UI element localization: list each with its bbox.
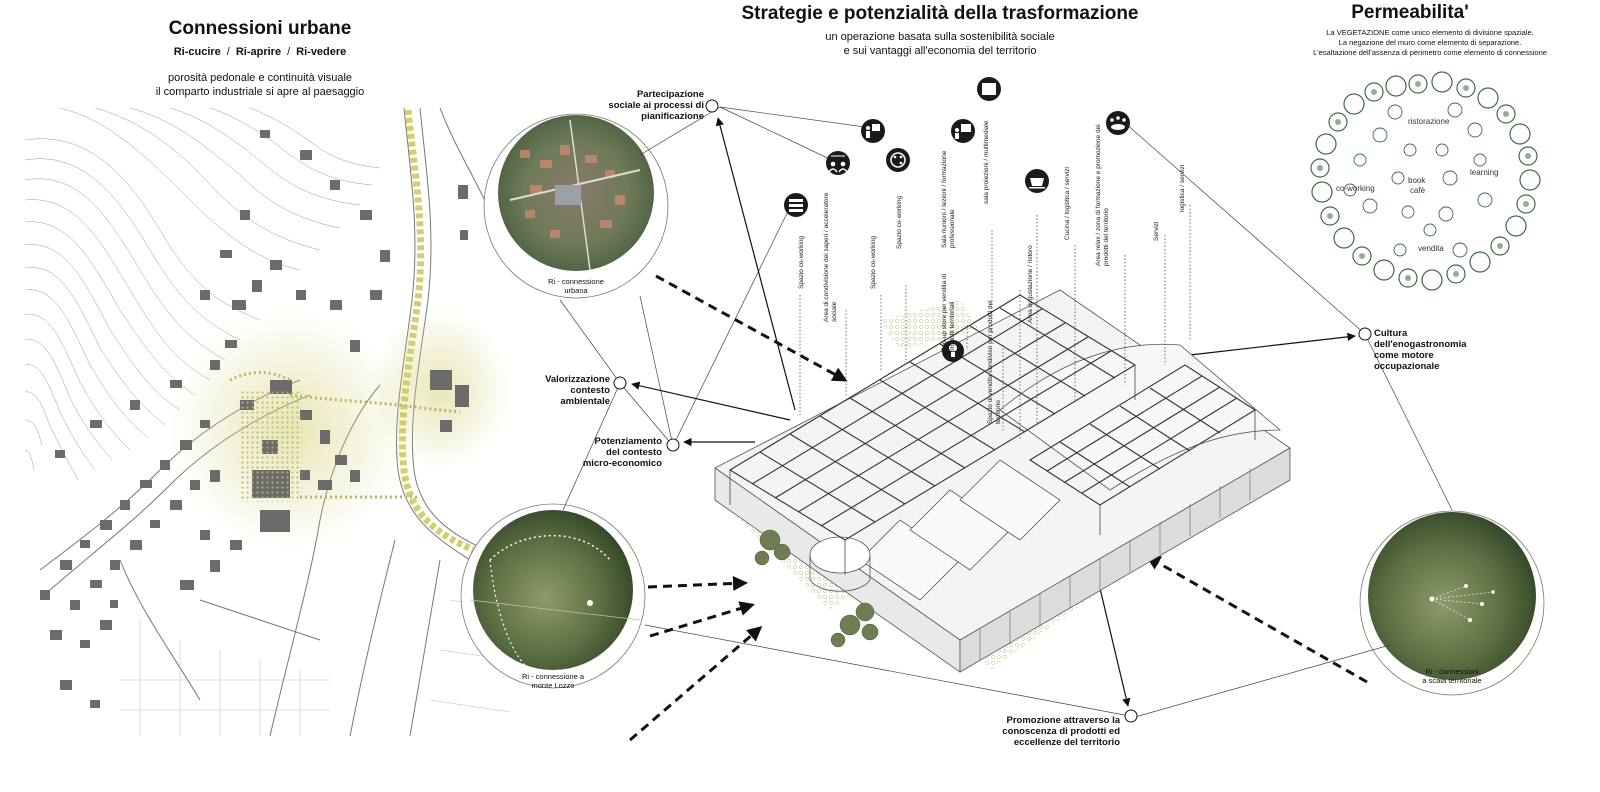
center-sub-line2: e sui vantaggi all'economia del territor… xyxy=(843,45,1037,57)
plan-label-book: book xyxy=(1408,176,1426,185)
label-line: occupazionale xyxy=(1374,361,1440,372)
ri-aprire: Ri-aprire xyxy=(235,46,282,58)
label-line: micro-economico xyxy=(582,458,662,469)
left-desc-line1: porosità pedonale e continuità visuale xyxy=(167,72,353,84)
dashed-arrows xyxy=(629,274,1368,742)
clapperboard-icon xyxy=(977,77,1001,101)
palette-icon xyxy=(886,148,910,172)
caption-line: monte Lozzo xyxy=(531,681,575,690)
function-label: Cucina / logistica / servizi xyxy=(1064,167,1071,240)
function-label: logistica / servizi xyxy=(1179,164,1186,212)
ri-cucire: Ri-cucire xyxy=(173,46,221,58)
function-lines xyxy=(799,205,1191,440)
perm-line3: L'esaltazione dell'assenza di perimetro … xyxy=(1313,48,1547,57)
aerial-territorial xyxy=(1359,510,1545,696)
left-title: Connessioni urbane xyxy=(168,18,352,39)
function-label: Spazio co-working xyxy=(896,195,903,249)
node-circles xyxy=(613,99,1372,723)
right-title: Permeabilita' xyxy=(1351,2,1469,23)
label-line: contesto xyxy=(570,385,610,396)
presentation-icon xyxy=(861,119,885,143)
caption-line: Ri - connessione a xyxy=(521,672,585,681)
function-label: Spazio di vendita condiviso per prodotti… xyxy=(987,300,1002,424)
ri-words: Ri-cucire / Ri-aprire / Ri-vedere xyxy=(120,46,400,58)
aerial-lozzo xyxy=(460,503,646,689)
plan-label-ristorazione: ristorazione xyxy=(1408,117,1450,126)
center-sub-line1: un operazione basata sulla sostenibilità… xyxy=(825,31,1055,43)
label-line: Valorizzazione xyxy=(545,374,610,385)
label-line: ambientale xyxy=(560,396,610,407)
label-promozione: Promozione attraverso la conoscenza di p… xyxy=(990,715,1120,748)
label-line: pianificazione xyxy=(641,111,704,122)
label-line: del contesto xyxy=(606,447,662,458)
center-title: Strategie e potenzialità della trasforma… xyxy=(741,3,1139,24)
function-label: Area di condivisione dei saperi / accele… xyxy=(823,192,838,322)
plan-label-cafe: cafè xyxy=(1410,186,1426,195)
function-label: sala proiezioni / multimediale xyxy=(983,120,990,204)
label-cultura: Cultura dell'enogastronomia come motore … xyxy=(1374,328,1484,372)
label-line: come motore xyxy=(1374,350,1434,361)
label-line: conoscenza di prodotti ed xyxy=(1002,726,1120,737)
plan-label-coworking: co-working xyxy=(1336,184,1375,193)
label-valorizzazione: Valorizzazione contesto ambientale xyxy=(530,374,610,407)
function-label: Area degustazione / ristoro xyxy=(1027,245,1034,323)
caption-territoriale: Ri - connessioni a scala territoriale xyxy=(1402,667,1502,685)
ri-separator: / xyxy=(287,46,291,58)
axonometric-building xyxy=(714,289,1291,673)
connector-lines xyxy=(559,106,1453,718)
function-label: Spazio co-working xyxy=(798,235,805,289)
function-label: Spazio co-working xyxy=(870,235,877,289)
ri-vedere: Ri-vedere xyxy=(296,46,347,58)
caption-lozzo: Ri - connessione a monte Lozzo xyxy=(503,672,603,690)
perm-line2: La negazione del muro come elemento di s… xyxy=(1338,38,1522,47)
perm-line1: La VEGETAZIONE come unico elemento di di… xyxy=(1326,28,1534,37)
left-desc-line2: il comparto industriale si apre al paesa… xyxy=(155,86,365,98)
node-valorizzazione xyxy=(613,376,627,390)
caption-line: Ri - connessioni xyxy=(1425,667,1479,676)
node-potenziamento xyxy=(666,438,680,452)
function-label: Pop-up store per vendita di prodotti ter… xyxy=(941,273,956,352)
permeability-plan xyxy=(1310,71,1541,291)
label-line: sociale ai processi di xyxy=(608,100,704,111)
teacher-icon xyxy=(951,119,975,143)
left-description: porosità pedonale e continuità visuale i… xyxy=(110,71,410,99)
lightbulb-icon xyxy=(942,340,964,362)
function-label: Servizi xyxy=(1153,221,1160,241)
node-promozione xyxy=(1124,709,1138,723)
label-line: Potenziamento xyxy=(594,436,662,447)
label-partecipazione: Partecipazione sociale ai processi di pi… xyxy=(596,89,704,122)
community-icon xyxy=(826,151,850,175)
arrows xyxy=(631,117,1356,707)
node-partecipazione xyxy=(705,99,719,113)
caption-line: urbana xyxy=(564,286,588,295)
pedestrian-connections xyxy=(229,109,492,560)
label-line: eccellenze del territorio xyxy=(1013,737,1120,748)
caption-urbana: Ri - connessione urbana xyxy=(526,277,626,295)
label-line: Partecipazione xyxy=(636,89,704,100)
aerial-urban xyxy=(483,113,669,299)
label-potenziamento: Potenziamento del contesto micro-economi… xyxy=(574,436,662,469)
ri-separator: / xyxy=(226,46,230,58)
center-subtitle: un operazione basata sulla sostenibilità… xyxy=(750,30,1130,58)
meeting-icon xyxy=(1106,111,1130,135)
caption-line: a scala territoriale xyxy=(1422,676,1482,685)
label-line: dell'enogastronomia xyxy=(1374,339,1467,350)
buildings xyxy=(40,130,469,708)
function-label: Sala riunioni / lezioni / formazione pro… xyxy=(941,150,956,248)
plan-label-learning: learning xyxy=(1470,168,1499,177)
urban-map xyxy=(25,108,510,736)
function-label: Area relax / zona di formazione e promoz… xyxy=(1095,124,1110,266)
cup-icon xyxy=(1025,169,1049,193)
label-line: Cultura xyxy=(1374,328,1408,339)
caption-line: Ri - connessione xyxy=(548,277,604,286)
permeability-text: La VEGETAZIONE come unico elemento di di… xyxy=(1280,28,1580,58)
node-cultura xyxy=(1358,327,1372,341)
label-line: Promozione attraverso la xyxy=(1006,715,1120,726)
books-icon xyxy=(784,193,808,217)
plan-label-vendita: vendita xyxy=(1418,244,1444,253)
contour-lines xyxy=(25,108,381,481)
